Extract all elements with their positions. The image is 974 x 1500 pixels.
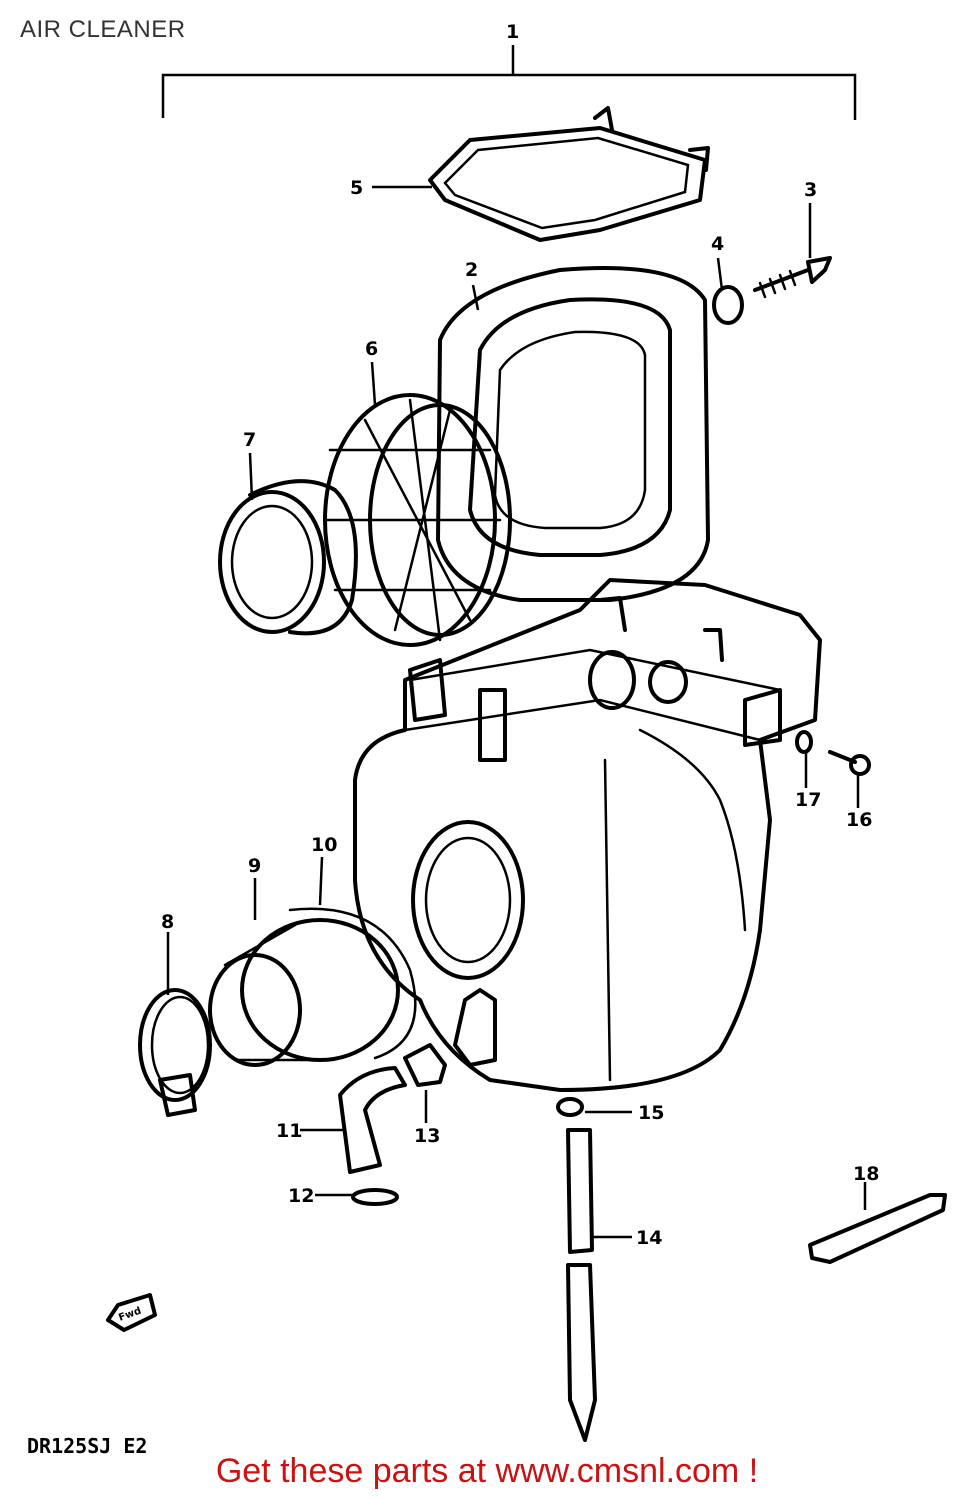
part-14-drain-tube bbox=[566, 1128, 597, 1442]
callout-leaders bbox=[166, 185, 867, 1239]
callout-16: 16 bbox=[846, 809, 872, 831]
callout-17: 17 bbox=[795, 789, 821, 811]
callout-6: 6 bbox=[365, 338, 378, 360]
callout-labels: 1 2 3 4 5 6 7 8 9 10 11 12 13 14 15 16 1… bbox=[161, 21, 879, 1249]
callout-3: 3 bbox=[804, 179, 817, 201]
part-8-hose-clamp bbox=[138, 988, 212, 1117]
part-4-washer bbox=[712, 285, 744, 325]
part-2-filter-element bbox=[436, 266, 710, 602]
callout-8: 8 bbox=[161, 911, 174, 933]
model-code: DR125SJ E2 bbox=[27, 1434, 147, 1458]
part-5-cover-plate bbox=[428, 106, 710, 242]
part-16-screw bbox=[828, 750, 871, 776]
fwd-arrow-icon: Fwd bbox=[106, 1293, 157, 1332]
callout-2: 2 bbox=[465, 259, 478, 281]
part-3-wing-screw bbox=[753, 256, 832, 299]
part-18-bracket bbox=[808, 1193, 947, 1264]
part-10-seal-ring bbox=[288, 907, 417, 1060]
air-cleaner-box bbox=[353, 578, 822, 1117]
callout-9: 9 bbox=[248, 855, 261, 877]
callout-15: 15 bbox=[638, 1102, 664, 1124]
assembly-bracket bbox=[161, 45, 857, 120]
callout-18: 18 bbox=[853, 1163, 879, 1185]
part-12-clip bbox=[351, 1188, 399, 1206]
part-6-filter-cage bbox=[323, 393, 512, 647]
callout-13: 13 bbox=[414, 1125, 440, 1147]
part-7-screen-cylinder bbox=[218, 479, 358, 636]
callout-14: 14 bbox=[636, 1227, 662, 1249]
footer-link[interactable]: Get these parts at www.cmsnl.com ! bbox=[215, 1452, 759, 1490]
callout-5: 5 bbox=[350, 177, 363, 199]
callout-11: 11 bbox=[276, 1120, 302, 1142]
part-17-washer bbox=[795, 730, 813, 754]
part-9-inlet-boot bbox=[208, 918, 400, 1067]
page-title: AIR CLEANER bbox=[20, 16, 186, 43]
callout-1: 1 bbox=[506, 21, 519, 43]
part-11-elbow-hose bbox=[338, 1066, 407, 1174]
callout-10: 10 bbox=[311, 834, 337, 856]
callout-7: 7 bbox=[243, 429, 256, 451]
callout-12: 12 bbox=[288, 1185, 314, 1207]
part-13-clamp bbox=[403, 1043, 447, 1087]
callout-4: 4 bbox=[711, 233, 724, 255]
